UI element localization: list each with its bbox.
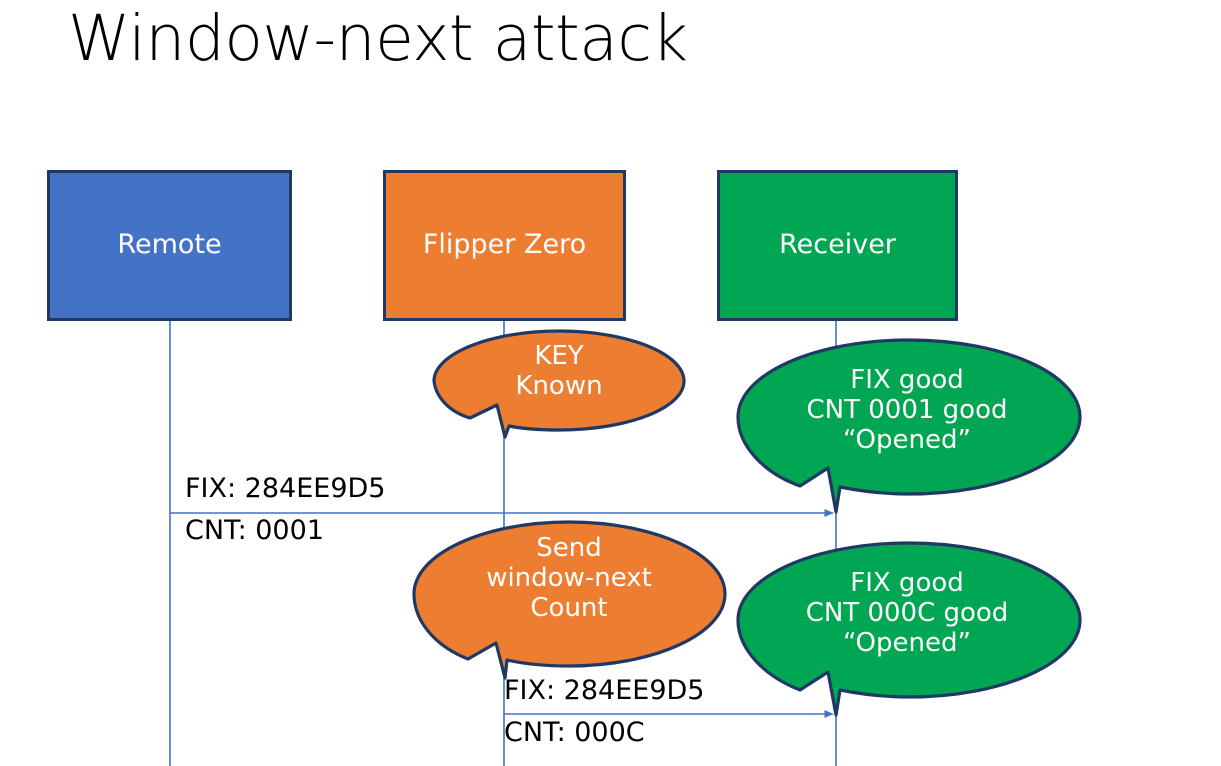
page-title: Window-next attack <box>68 2 688 75</box>
actor-box-receiver[interactable]: Receiver <box>717 170 958 321</box>
callout-receiver-ack-2 <box>736 541 1082 717</box>
message-1-cnt-label: CNT: 0001 <box>185 515 324 546</box>
actor-box-flipper[interactable]: Flipper Zero <box>383 170 626 321</box>
actor-label-receiver: Receiver <box>779 229 896 261</box>
message-1-fix-label: FIX: 284EE9D5 <box>185 473 386 504</box>
message-2-cnt-label: CNT: 000C <box>504 717 645 748</box>
callout-send-window-next <box>412 520 727 680</box>
callout-key-known <box>432 329 686 439</box>
actor-box-remote[interactable]: Remote <box>47 170 292 321</box>
message-2-fix-label: FIX: 284EE9D5 <box>504 675 705 706</box>
actor-label-remote: Remote <box>117 229 222 261</box>
actor-label-flipper: Flipper Zero <box>422 229 587 261</box>
callout-receiver-ack-1 <box>736 338 1082 514</box>
